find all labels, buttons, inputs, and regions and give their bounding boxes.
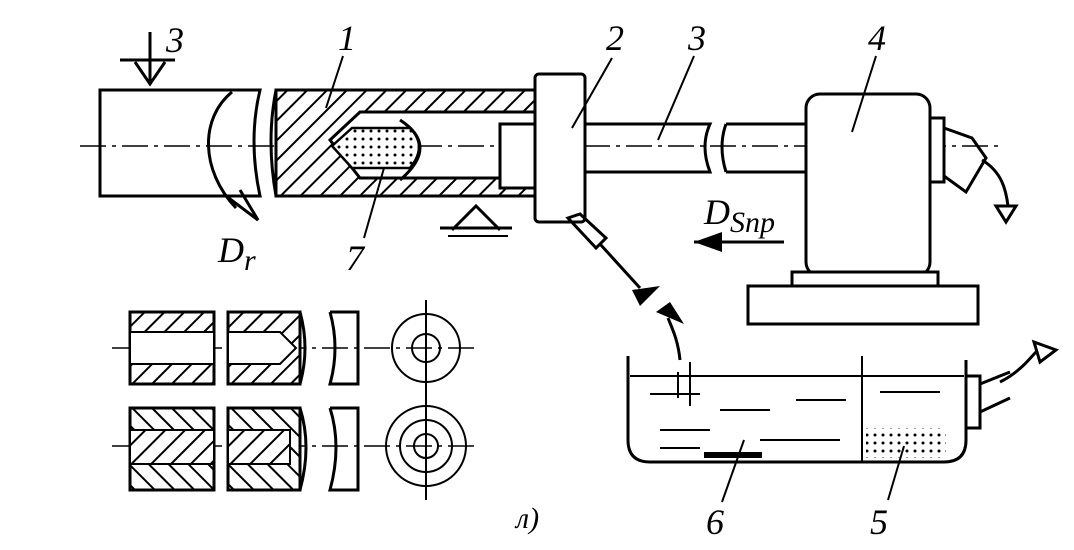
label-2: 2 — [606, 18, 624, 58]
label-5: 5 — [870, 502, 888, 542]
label-feed-d: D — [703, 192, 730, 232]
coolant-tank — [626, 339, 1060, 464]
label-3-tube: 3 — [687, 18, 706, 58]
leader-5 — [887, 445, 905, 501]
leader-2 — [571, 57, 613, 129]
label-7: 7 — [346, 238, 366, 278]
section-sketch-row-1 — [112, 300, 478, 396]
leader-7 — [363, 167, 385, 239]
figure-tag: л) — [514, 502, 539, 535]
rotating-workpiece — [98, 32, 262, 222]
label-feed-subscript: Snp — [730, 206, 775, 239]
label-3-support: 3 — [165, 20, 184, 60]
leader-1 — [325, 55, 344, 109]
label-rotation-d: D — [217, 230, 244, 270]
boring-bar-stem — [498, 72, 808, 251]
leader-6 — [721, 439, 745, 503]
label-rotation-subscript: r — [244, 244, 256, 277]
coolant-flow-arrows — [598, 242, 684, 361]
label-1: 1 — [338, 18, 356, 58]
drive-unit-4 — [746, 92, 1019, 326]
leader-3 — [657, 55, 695, 141]
feed-arrow — [694, 232, 784, 252]
label-6: 6 — [706, 502, 724, 542]
label-4: 4 — [868, 18, 886, 58]
section-sketch-row-2 — [112, 396, 478, 500]
leader-4 — [851, 55, 877, 133]
